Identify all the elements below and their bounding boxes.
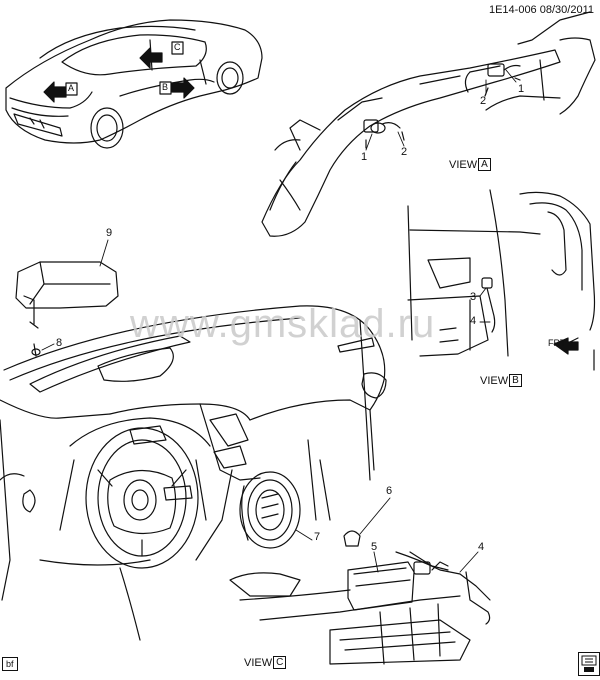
view-b-illustration: [407, 189, 596, 371]
view-c-tag: VIEW C: [244, 656, 287, 669]
view-a-tag: VIEW A: [449, 158, 491, 171]
callout-6: 6: [386, 485, 393, 497]
view-c-letter: C: [273, 656, 287, 669]
watermark: www.gmsklad.ru: [130, 302, 436, 346]
view-a-letter: A: [478, 158, 491, 171]
callout-7: 7: [314, 531, 321, 543]
callout-4-view-b: 4: [470, 315, 477, 327]
front-direction-label: FRT: [548, 338, 566, 348]
callout-leaders: [41, 69, 517, 573]
callout-9: 9: [106, 227, 113, 239]
callout-2-view-a-left: 2: [401, 146, 408, 158]
module-symbol-icon: [578, 652, 600, 676]
view-b-tag: VIEW B: [480, 374, 522, 387]
diagram-header: 1E14-006 08/30/2011: [489, 4, 594, 16]
view-a-prefix: VIEW: [449, 158, 478, 171]
steering-wheel-illustration: [59, 417, 211, 641]
view-a-bracket-illustration: [261, 11, 596, 237]
diagram-code: 1E14-006: [488, 4, 537, 16]
part-7-airbag-module-illustration: [239, 471, 301, 549]
callout-1-view-a-left: 1: [361, 151, 368, 163]
callout-4-view-c: 4: [478, 541, 485, 553]
view-b-prefix: VIEW: [480, 374, 509, 387]
corner-tag: bf: [2, 657, 18, 671]
lower-parts-illustration: [343, 530, 491, 625]
callout-3: 3: [470, 291, 477, 303]
car-marker-b: B: [162, 82, 169, 92]
instrument-panel-illustration: [0, 305, 471, 665]
view-c-prefix: VIEW: [244, 656, 273, 669]
view-b-letter: B: [509, 374, 522, 387]
callout-1-view-a-right: 1: [518, 83, 525, 95]
diagram-date: 08/30/2011: [539, 4, 594, 16]
car-marker-c: C: [174, 42, 181, 52]
car-marker-a: A: [68, 83, 75, 93]
car-illustration: [5, 19, 263, 149]
callout-8: 8: [56, 337, 63, 349]
part-9-illustration: [15, 261, 119, 357]
callout-2-view-a-right: 2: [480, 95, 487, 107]
callout-5: 5: [371, 541, 378, 553]
